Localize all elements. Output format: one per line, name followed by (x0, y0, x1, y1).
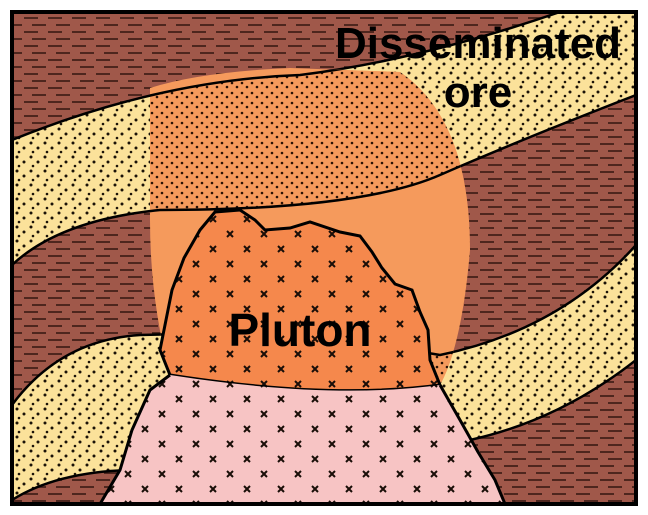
ore-label: ore (444, 68, 512, 117)
pluton-label: Pluton (228, 304, 371, 356)
disseminated-label: Disseminated (335, 19, 621, 68)
